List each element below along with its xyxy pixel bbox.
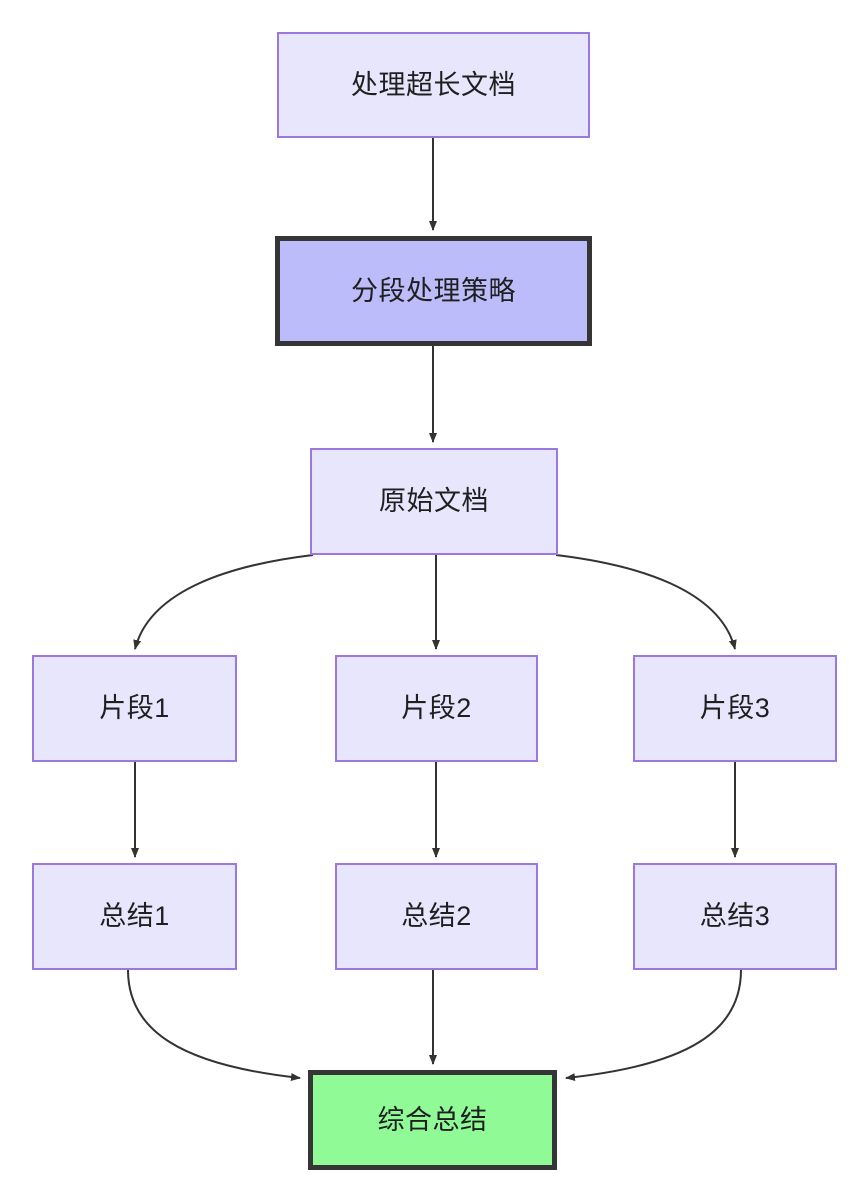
node-comprehensive-summary[interactable]: 综合总结	[308, 1070, 557, 1170]
node-label: 综合总结	[377, 1104, 488, 1135]
edge-summary1-to-final	[127, 969, 301, 1082]
node-chunk-3[interactable]: 片段3	[633, 655, 837, 762]
node-label: 分段处理策略	[351, 275, 516, 306]
node-summary-1[interactable]: 总结1	[32, 863, 237, 970]
node-chunking-strategy[interactable]: 分段处理策略	[275, 236, 592, 346]
edge-original-to-chunk3	[555, 554, 737, 650]
node-label: 片段2	[401, 693, 472, 724]
node-summary-2[interactable]: 总结2	[335, 863, 538, 970]
node-label: 片段3	[699, 693, 771, 724]
node-process-long-document[interactable]: 处理超长文档	[277, 32, 590, 138]
node-original-document[interactable]: 原始文档	[310, 448, 558, 555]
node-chunk-2[interactable]: 片段2	[335, 655, 538, 762]
edge-original-to-chunk1	[133, 554, 314, 650]
node-label: 处理超长文档	[351, 69, 516, 100]
node-chunk-1[interactable]: 片段1	[32, 655, 237, 762]
node-label: 片段1	[99, 693, 170, 724]
node-summary-3[interactable]: 总结3	[633, 863, 837, 970]
edge-summary3-to-final	[565, 969, 742, 1082]
node-label: 总结3	[699, 901, 771, 932]
node-label: 总结1	[99, 901, 170, 932]
node-label: 总结2	[401, 901, 472, 932]
node-label: 原始文档	[379, 486, 489, 517]
